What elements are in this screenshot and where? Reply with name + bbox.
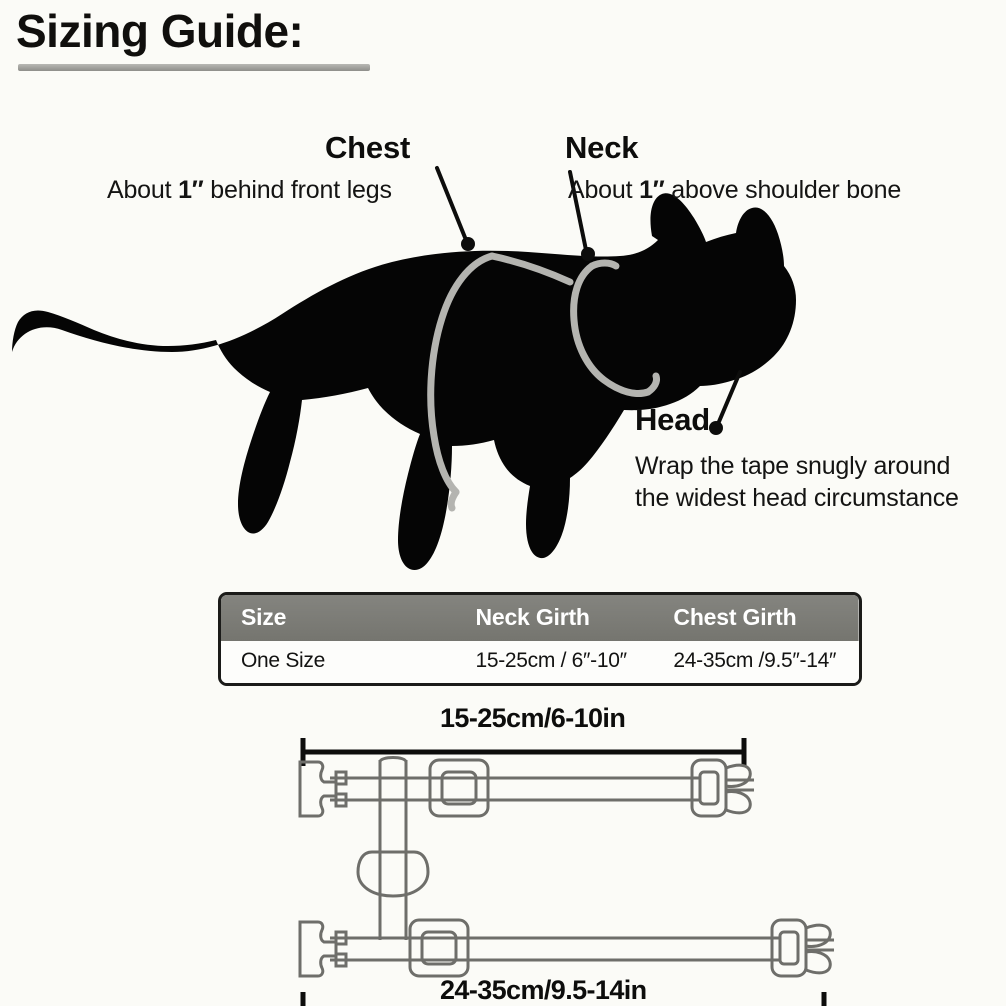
chest-annotation-description: About 1″ behind front legs [107,176,392,205]
chest-strap-dimension-label: 24-35cm/9.5-14in [440,975,647,1005]
chest-strap-group [298,918,834,978]
column-header-neck-girth: Neck Girth [475,604,590,630]
title-divider [18,64,370,71]
chest-annotation-title: Chest [325,130,411,165]
neck-strap-dimension-label: 15-25cm/6-10in [440,703,626,733]
table-row: One Size 15-25cm / 6″-10″ 24-35cm /9.5″-… [221,641,859,683]
neck-tape-loop [570,259,660,397]
head-leader-line [709,370,742,435]
cell-chest-girth: 24-35cm /9.5″-14″ [673,641,859,683]
neck-annotation-description: About 1″ above shoulder bone [568,176,901,205]
connector-strap-group [356,778,430,940]
neck-desc-measure: 1″ [639,176,665,204]
cat-silhouette-group [12,193,796,571]
neck-strap-male-buckle [690,758,754,818]
neck-desc-suffix: above shoulder bone [664,176,902,204]
neck-strap-keeper-loop [378,756,408,800]
chest-strap-male-buckle [770,918,834,978]
size-chart-table: Size Neck Girth Chest Girth One Size 15-… [218,592,862,686]
chest-strap-female-buckle [298,920,348,978]
head-annotation-description-line1: Wrap the tape snugly around [635,452,951,480]
head-annotation-description-line2: the widest head circumstance [635,484,959,512]
cell-neck-girth: 15-25cm / 6″-10″ [475,641,674,683]
neck-strap-female-buckle [298,760,348,818]
neck-strap-slider [428,758,490,818]
chest-desc-prefix: About [107,176,179,204]
d-ring [356,850,430,898]
table-header-row: Size Neck Girth Chest Girth [221,595,859,641]
neck-annotation-title: Neck [565,130,639,165]
chest-leader-line [435,166,475,251]
cat-body-silhouette [12,193,796,571]
chest-strap-slider [408,918,470,978]
chest-desc-measure: 1″ [178,176,204,204]
head-annotation-title: Head [635,402,711,437]
column-header-chest-girth: Chest Girth [673,604,797,630]
neck-desc-prefix: About [568,176,640,204]
cell-size: One Size [221,641,476,683]
column-header-size: Size [241,604,287,630]
neck-strap-dimension-bar [300,738,747,766]
page-title: Sizing Guide: [16,5,304,57]
neck-strap-group [298,756,754,818]
chest-tape-loop [427,252,574,512]
chest-desc-suffix: behind front legs [203,176,392,204]
